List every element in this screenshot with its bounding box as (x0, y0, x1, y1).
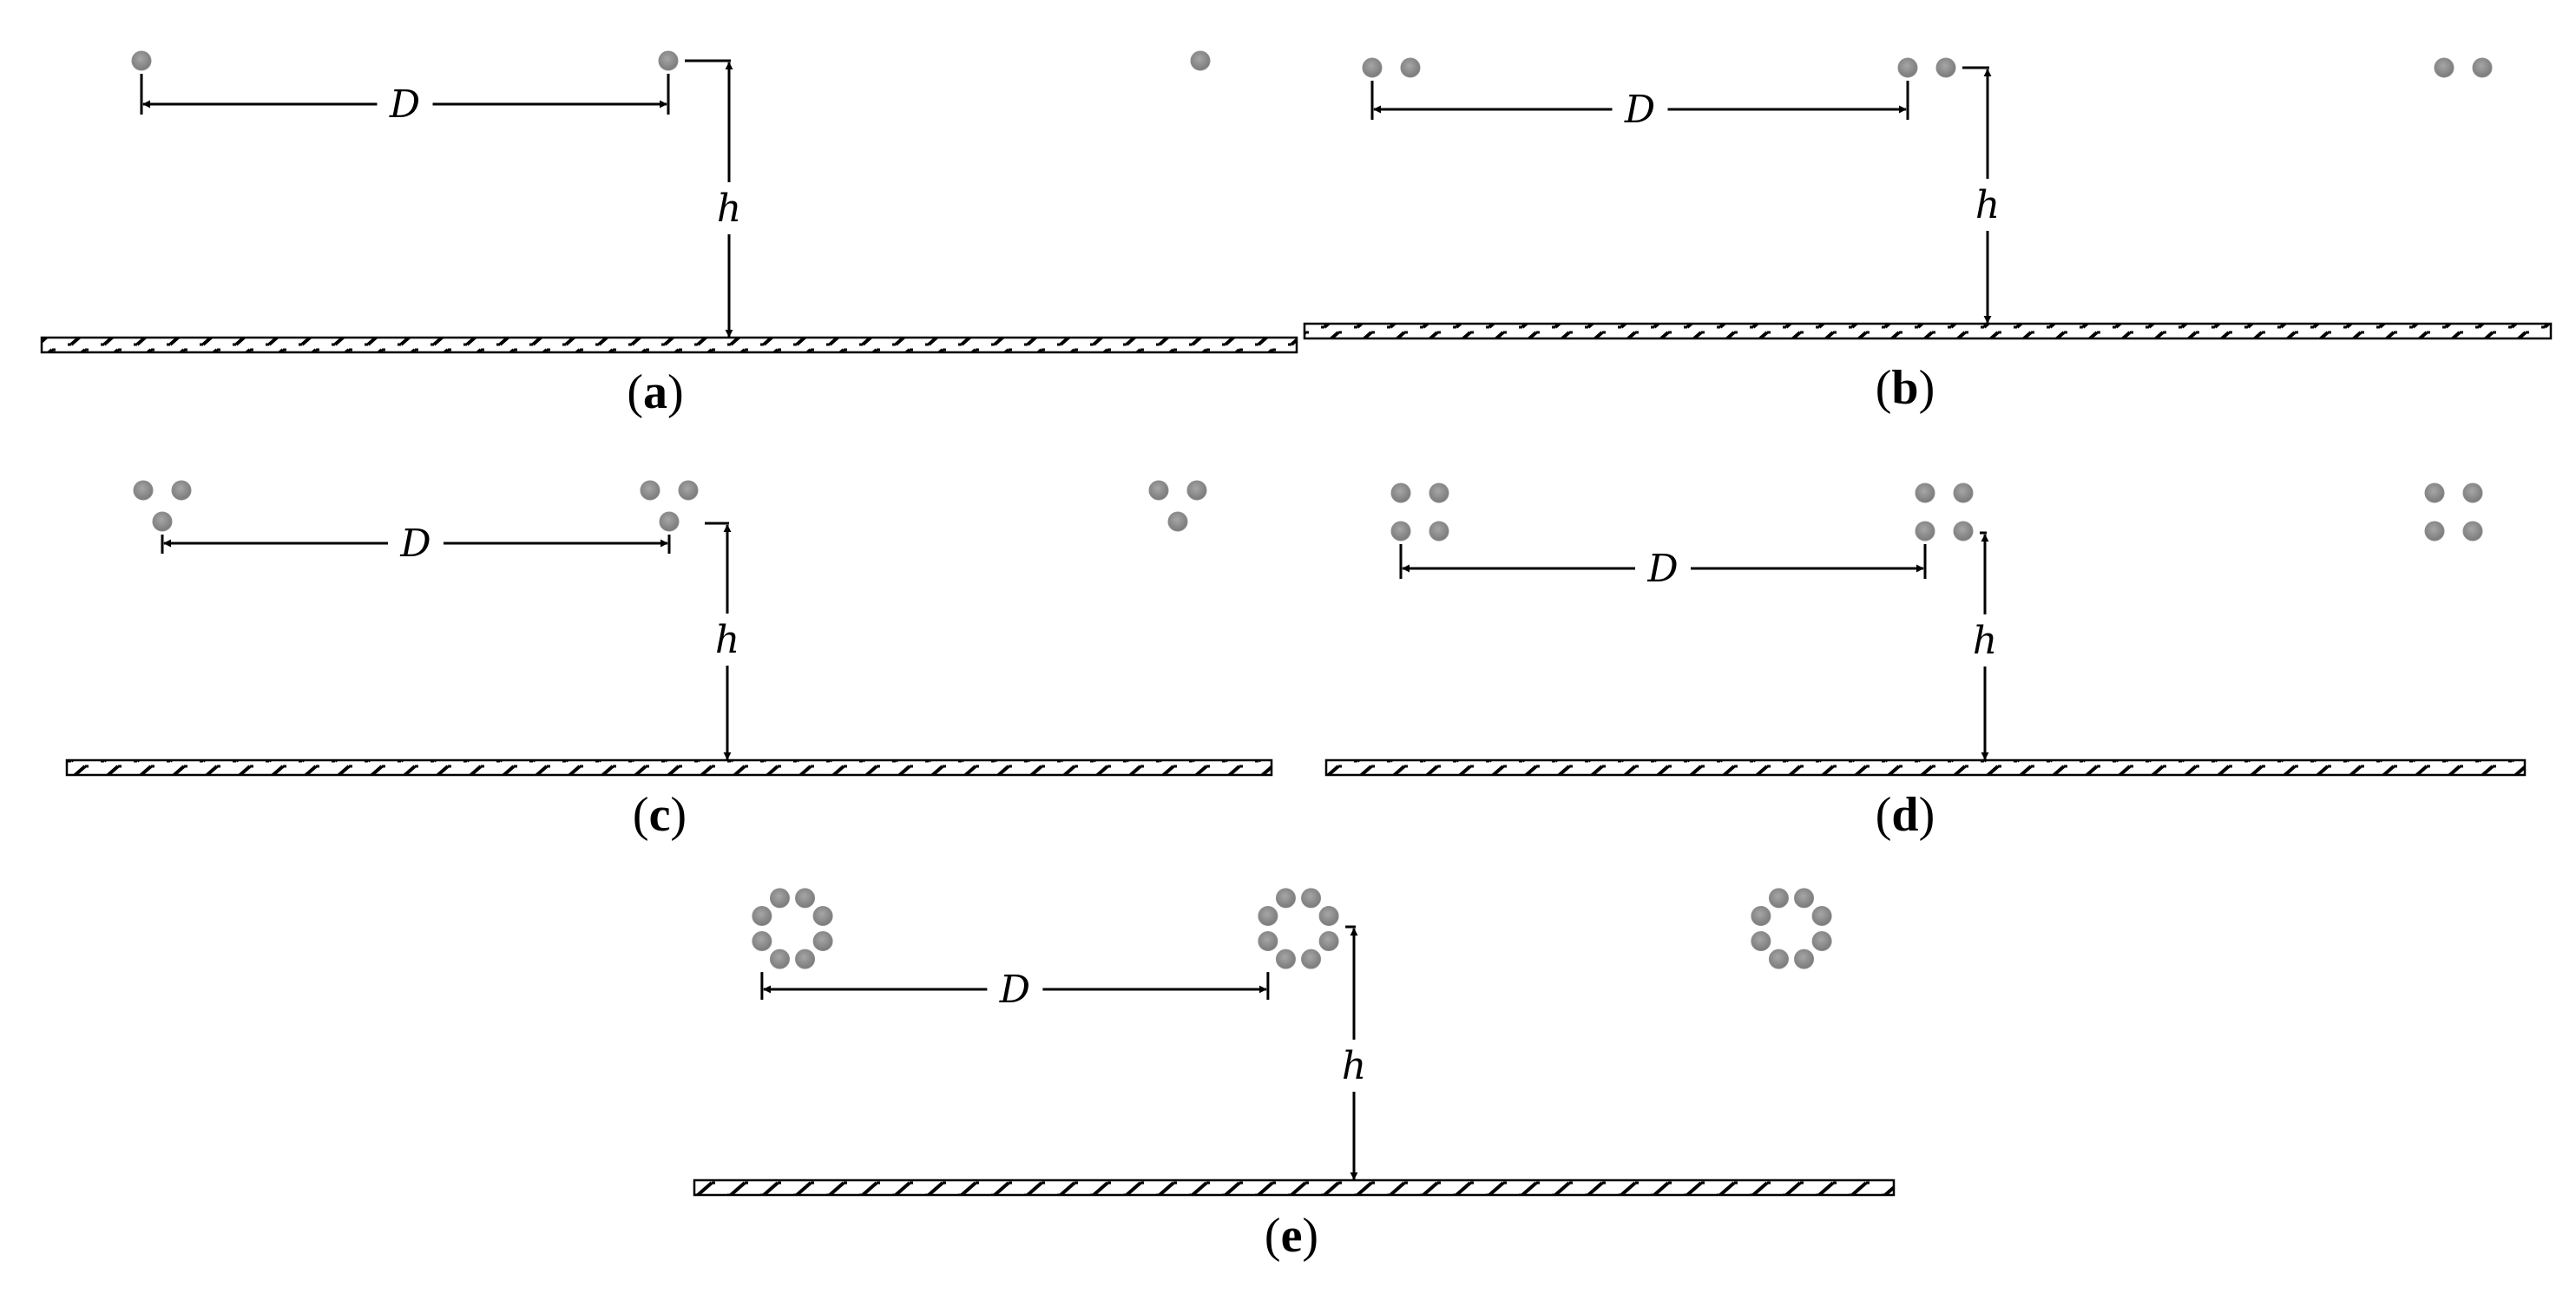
conductor-bundle (1390, 483, 1449, 542)
conductor-strand (769, 949, 790, 969)
conductor-strand (1751, 905, 1771, 926)
conductor-strand (2424, 521, 2445, 542)
conductor-strand (152, 511, 173, 532)
spacing-label: D (389, 82, 420, 127)
spacing-label: D (1624, 88, 1655, 132)
ground-plane (693, 1179, 1896, 1197)
conductor-strand (133, 480, 154, 501)
conductor-strand (1751, 931, 1771, 952)
conductor-strand (1318, 905, 1339, 926)
conductor-strand (1429, 521, 1449, 542)
conductor-strand (659, 511, 680, 532)
conductor-strand (769, 888, 790, 909)
panel-caption-d: (d) (1876, 788, 1935, 842)
conductor-strand (1390, 521, 1411, 542)
conductor-strand (1794, 949, 1815, 969)
panel-caption-c: (c) (633, 788, 687, 842)
conductor-strand (171, 480, 192, 501)
conductor-strand (1400, 57, 1421, 78)
height-label: h (715, 618, 739, 662)
height-label: h (1342, 1044, 1366, 1088)
conductor-bundle (1362, 57, 1421, 78)
conductor-bundle (2424, 483, 2483, 542)
conductor-bundle (1258, 888, 1339, 969)
conductor-bundle (752, 888, 833, 969)
conductor-strand (1935, 57, 1956, 78)
conductor-strand (1953, 521, 1974, 542)
conductor-strand (2462, 521, 2483, 542)
panels-layer: Dh (a) Dh (b) Dh (c) Dh (d) Dh (e) (40, 50, 2553, 1263)
panel-caption-a: (a) (627, 365, 683, 419)
conductor-strand (795, 888, 816, 909)
spacing-label: D (399, 522, 430, 566)
panel-a: Dh (a) (40, 50, 1298, 419)
ground-plane (65, 758, 1273, 777)
height-label: h (1973, 619, 1997, 663)
conductor-strand (1275, 949, 1296, 969)
conductor-bundle (1190, 50, 1211, 71)
panel-caption-b: (b) (1876, 361, 1935, 415)
conductor-strand (131, 50, 152, 71)
conductor-strand (1275, 888, 1296, 909)
conductor-strand (1897, 57, 1918, 78)
height-label: h (717, 187, 741, 231)
spacing-label: D (1646, 547, 1678, 591)
conductor-strand (1915, 521, 1935, 542)
conductor-strand (1258, 931, 1278, 952)
conductor-strand (1811, 931, 1832, 952)
panel-d: Dh (d) (1324, 483, 2527, 842)
panel-b: Dh (b) (1303, 57, 2553, 415)
conductor-strand (678, 480, 699, 501)
conductor-strand (1429, 483, 1449, 503)
conductor-bundle (1897, 57, 1956, 78)
conductor-strand (1301, 888, 1322, 909)
conductor-strand (1794, 888, 1815, 909)
conductor-strand (1768, 949, 1789, 969)
conductor-strand (1258, 905, 1278, 926)
conductor-bundle (640, 480, 699, 532)
conductor-strand (2434, 57, 2454, 78)
conductor-bundle (131, 50, 152, 71)
ground-plane (1324, 758, 2527, 777)
conductor-strand (1148, 480, 1169, 501)
conductor-strand (1362, 57, 1383, 78)
conductor-strand (812, 931, 833, 952)
conductor-strand (1318, 931, 1339, 952)
height-label: h (1975, 183, 2000, 227)
conductor-strand (2472, 57, 2493, 78)
conductor-strand (1167, 511, 1188, 532)
conductor-strand (1301, 949, 1322, 969)
conductor-strand (1953, 483, 1974, 503)
conductor-bundle (1915, 483, 1974, 542)
conductor-bundle (1148, 480, 1207, 532)
spacing-label: D (999, 968, 1030, 1012)
panel-c: Dh (c) (65, 480, 1273, 842)
conductor-bundle (658, 50, 679, 71)
conductor-bundle (1751, 888, 1832, 969)
conductor-strand (812, 905, 833, 926)
conductor-strand (1811, 905, 1832, 926)
ground-plane (40, 336, 1298, 354)
conductor-strand (658, 50, 679, 71)
conductor-strand (1390, 483, 1411, 503)
panel-e: Dh (e) (693, 888, 1896, 1263)
conductor-strand (640, 480, 660, 501)
ground-plane (1303, 322, 2553, 340)
panel-caption-e: (e) (1265, 1209, 1318, 1263)
conductor-strand (752, 905, 772, 926)
conductor-strand (1915, 483, 1935, 503)
conductor-strand (1186, 480, 1207, 501)
conductor-strand (1190, 50, 1211, 71)
conductor-strand (2424, 483, 2445, 503)
conductor-strand (1768, 888, 1789, 909)
conductor-strand (752, 931, 772, 952)
conductor-strand (2462, 483, 2483, 503)
conductor-strand (795, 949, 816, 969)
conductor-bundle (2434, 57, 2493, 78)
conductor-bundle (133, 480, 192, 532)
